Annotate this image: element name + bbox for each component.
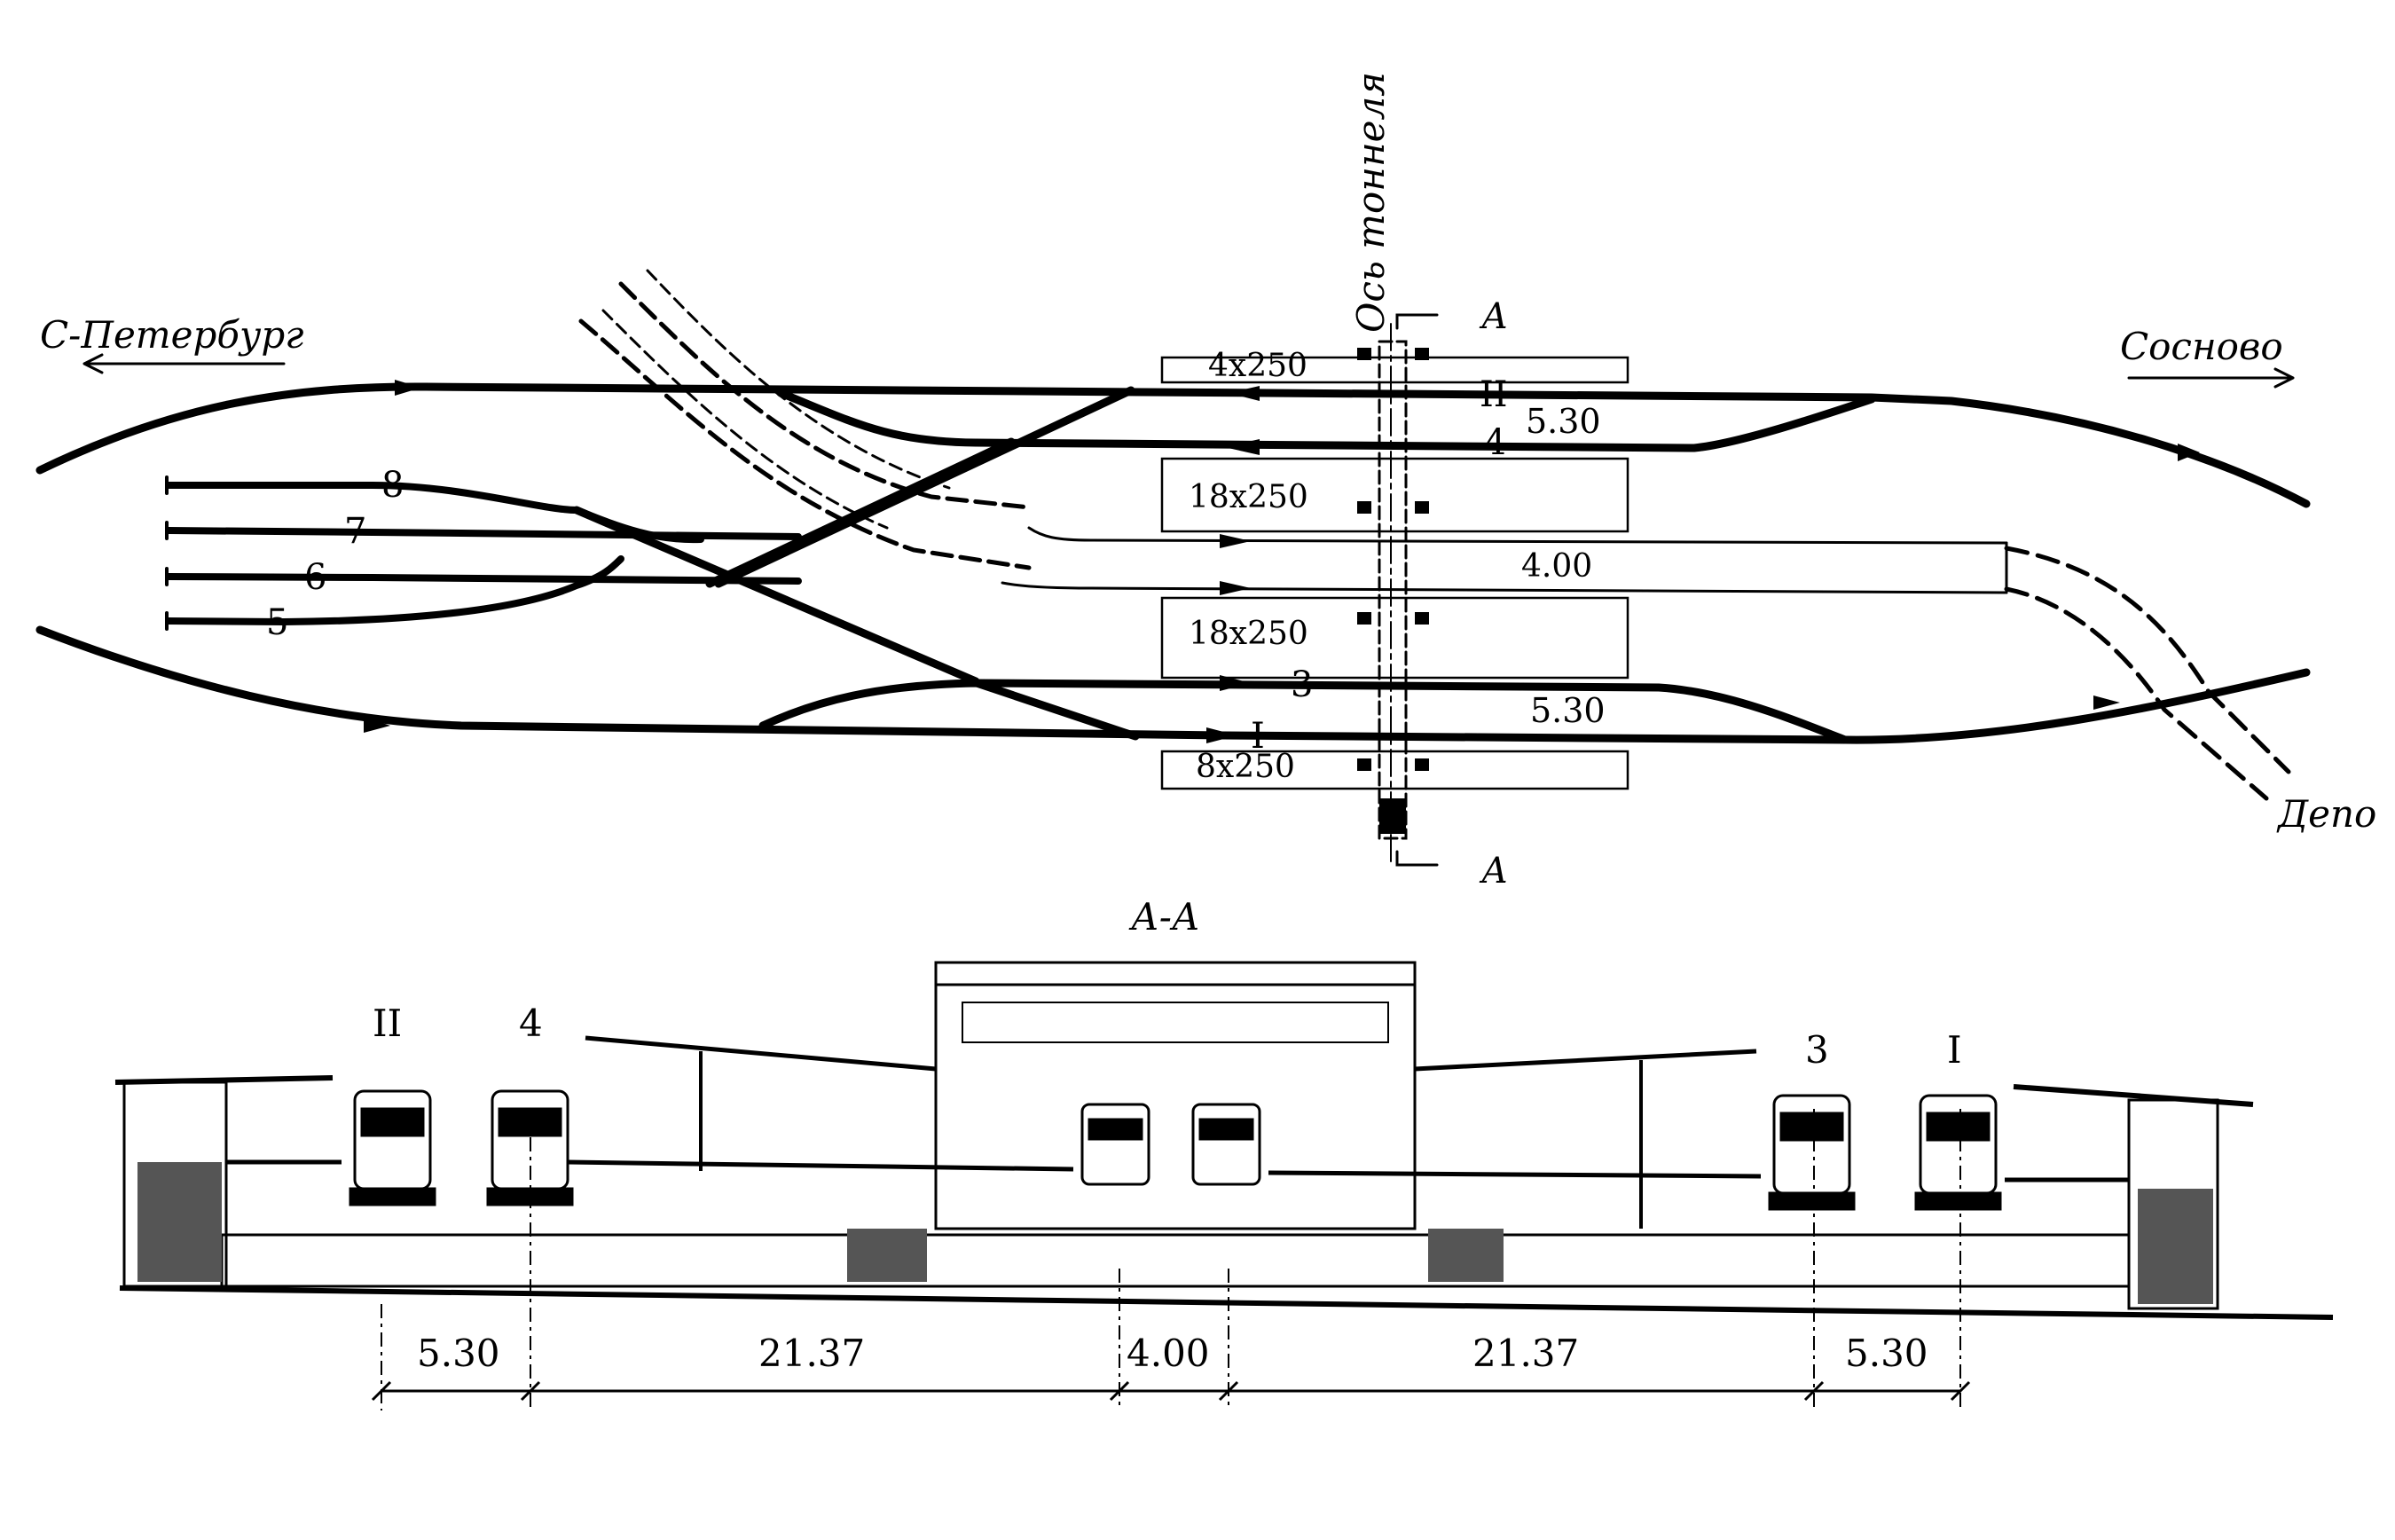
platform-1 bbox=[1160, 356, 1629, 384]
dim-label-5: 5.30 bbox=[1845, 1332, 1928, 1375]
stub-track-6 bbox=[165, 573, 802, 585]
track-4 bbox=[776, 389, 1876, 452]
building-roof bbox=[934, 961, 1417, 986]
track-label-8: 8 bbox=[381, 465, 404, 506]
dim-label-3: 4.00 bbox=[1127, 1332, 1210, 1375]
dashed-approach-4 bbox=[601, 309, 889, 530]
base-slab bbox=[220, 1233, 2131, 1288]
platform-label-1: 4х250 bbox=[1208, 348, 1307, 384]
direction-left-label: С-Петербург bbox=[40, 313, 304, 357]
plan-spacing-labels: 5.30 4.00 5.30 bbox=[1521, 402, 1606, 730]
building-windows bbox=[962, 1002, 1389, 1043]
track-label-i: I bbox=[1251, 716, 1265, 757]
central-track-lower bbox=[1001, 581, 2008, 594]
train-ii bbox=[349, 1089, 436, 1206]
crossover-d bbox=[967, 677, 1140, 741]
track-label-4: 4 bbox=[1484, 422, 1506, 463]
train-i bbox=[1914, 1094, 2002, 1211]
train-3 bbox=[1768, 1094, 1856, 1211]
platform-label-3: 18х250 bbox=[1189, 616, 1308, 652]
dim-label-2: 21.37 bbox=[758, 1332, 865, 1375]
arrow-right bbox=[2127, 367, 2295, 389]
section-track-labels: II 4 3 I bbox=[373, 1002, 1962, 1072]
track-ii bbox=[35, 382, 2311, 508]
dashed-approach-3 bbox=[646, 269, 951, 490]
dashed-depot-2 bbox=[2004, 586, 2269, 801]
right-canopy bbox=[1414, 1049, 1757, 1072]
dashed-approach-2 bbox=[618, 281, 1032, 510]
section-marker-top bbox=[1395, 313, 1439, 330]
spacing-label-top: 5.30 bbox=[1526, 402, 1601, 441]
track-label-6: 6 bbox=[304, 557, 326, 598]
plan-track-labels: II 4 3 I 8 7 6 5 bbox=[266, 374, 1508, 757]
dimension-line bbox=[371, 1109, 1971, 1410]
ground-line bbox=[119, 1285, 2334, 1320]
stair-markers bbox=[1357, 348, 1429, 834]
platform-slab-left bbox=[567, 1159, 1074, 1172]
right-pavilion-roof bbox=[2013, 1084, 2254, 1107]
hatched-supports bbox=[137, 1162, 2213, 1304]
central-track-upper bbox=[1027, 526, 2008, 545]
section-label-ii: II bbox=[373, 1002, 402, 1045]
section-label-3: 3 bbox=[1805, 1028, 1829, 1072]
spacing-label-center: 4.00 bbox=[1521, 548, 1592, 585]
tunnel-axis-label: Ось тоннеля bbox=[1349, 72, 1393, 333]
tunnel-passage bbox=[1378, 340, 1408, 840]
track-label-5: 5 bbox=[266, 602, 288, 643]
section-label-4: 4 bbox=[519, 1002, 543, 1045]
dashed-approach-1 bbox=[578, 318, 1032, 570]
dim-label-1: 5.30 bbox=[417, 1332, 500, 1375]
trains bbox=[349, 1089, 2002, 1211]
plan-platform-labels: 4х250 18х250 18х250 8х250 bbox=[1189, 348, 1308, 785]
arrow-left bbox=[82, 353, 286, 374]
dashed-depot-1 bbox=[2004, 546, 2291, 774]
section-mark-bottom: А bbox=[1479, 851, 1508, 892]
track-label-7: 7 bbox=[344, 511, 366, 552]
spacing-label-bottom: 5.30 bbox=[1530, 691, 1606, 730]
platform-slab-right bbox=[1268, 1170, 1762, 1179]
platform-label-4: 8х250 bbox=[1196, 749, 1295, 785]
section-mark-top: А bbox=[1479, 296, 1508, 337]
section-marker-bottom bbox=[1395, 850, 1439, 867]
track-label-3: 3 bbox=[1291, 664, 1313, 705]
depot-label: Депо bbox=[2276, 792, 2376, 836]
direction-right-label: Сосново bbox=[2120, 325, 2283, 368]
cross-section bbox=[114, 961, 2334, 1320]
track-plan bbox=[35, 269, 2311, 867]
track-arrowheads bbox=[364, 380, 2200, 743]
platform-label-2: 18х250 bbox=[1189, 479, 1308, 515]
dimension-labels: 5.30 21.37 4.00 21.37 5.30 bbox=[417, 1332, 1928, 1375]
platform-4 bbox=[1160, 750, 1629, 790]
stub-track-7 bbox=[165, 527, 802, 540]
train-center-right bbox=[1191, 1103, 1261, 1186]
stub-track-5 bbox=[165, 555, 624, 626]
crossover-b bbox=[705, 437, 1016, 588]
train-center-left bbox=[1080, 1103, 1150, 1186]
left-canopy bbox=[585, 1035, 937, 1072]
platform-3 bbox=[1160, 596, 1629, 680]
dim-label-4: 21.37 bbox=[1472, 1332, 1579, 1375]
left-pavilion-roof bbox=[114, 1075, 334, 1085]
platform-2 bbox=[1160, 457, 1629, 533]
section-label-i: I bbox=[1947, 1028, 1962, 1072]
track-label-ii: II bbox=[1480, 374, 1508, 415]
section-title: А-А bbox=[1128, 895, 1200, 939]
